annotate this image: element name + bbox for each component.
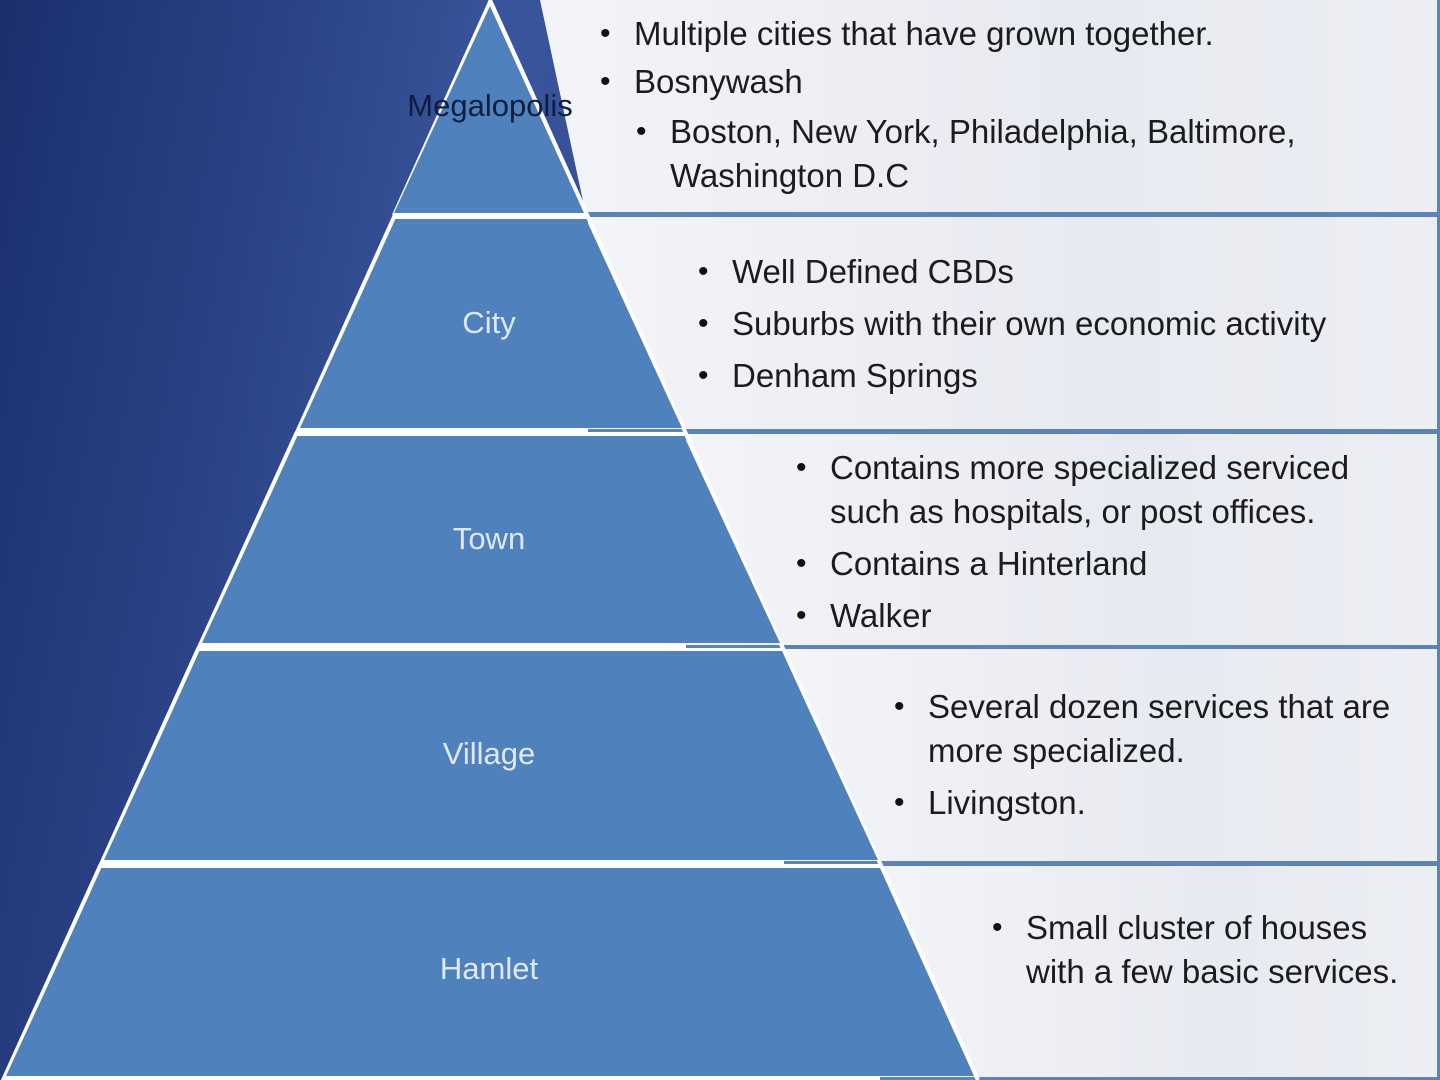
bullet: Bosnywash	[598, 60, 1398, 104]
bullet: Denham Springs	[696, 354, 1436, 398]
panel-city: Well Defined CBDs Suburbs with their own…	[588, 214, 1440, 432]
tier-label-megalopolis: Megalopolis	[407, 88, 573, 123]
tier-label-village: Village	[442, 736, 536, 771]
panel-village: Several dozen services that are more spe…	[784, 646, 1440, 864]
hamlet-bullets: Small cluster of houses with a few basic…	[990, 906, 1410, 1002]
panel-hamlet: Small cluster of houses with a few basic…	[880, 863, 1440, 1080]
bullet: Livingston.	[892, 781, 1412, 825]
bullet: Well Defined CBDs	[696, 250, 1436, 294]
city-bullets: Well Defined CBDs Suburbs with their own…	[696, 250, 1436, 406]
bullet: Multiple cities that have grown together…	[598, 12, 1398, 56]
bullet: Contains a Hinterland	[794, 542, 1414, 586]
bullet: Several dozen services that are more spe…	[892, 685, 1412, 773]
megalopolis-bullets: Multiple cities that have grown together…	[598, 12, 1398, 206]
panel-town: Contains more specialized serviced such …	[686, 431, 1440, 648]
bullet: Small cluster of houses with a few basic…	[990, 906, 1410, 994]
bullet: Walker	[794, 594, 1414, 638]
tier-label-city: City	[462, 305, 516, 340]
tier-label-town: Town	[452, 521, 526, 556]
panel-megalopolis: Multiple cities that have grown together…	[540, 0, 1440, 215]
bullet: Suburbs with their own economic activity	[696, 302, 1436, 346]
village-bullets: Several dozen services that are more spe…	[892, 685, 1412, 833]
tier-label-hamlet: Hamlet	[439, 951, 539, 986]
bullet: Contains more specialized serviced such …	[794, 446, 1414, 534]
town-bullets: Contains more specialized serviced such …	[794, 446, 1414, 646]
sub-bullet: Boston, New York, Philadelphia, Baltimor…	[634, 110, 1370, 198]
